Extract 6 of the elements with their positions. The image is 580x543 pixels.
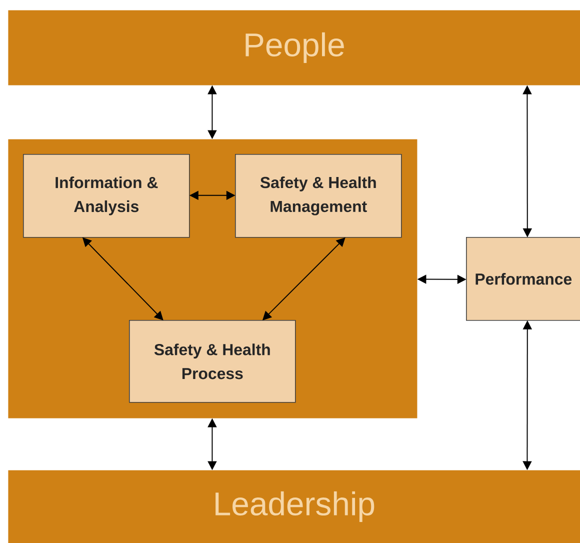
process-box: Safety & Health Process xyxy=(129,320,296,403)
process-box: Performance xyxy=(466,236,580,321)
title-band: People xyxy=(8,10,580,86)
title-band: Leadership xyxy=(8,470,580,543)
process-box: Safety & Health Management xyxy=(235,154,402,238)
process-box: Information & Analysis xyxy=(23,154,190,238)
